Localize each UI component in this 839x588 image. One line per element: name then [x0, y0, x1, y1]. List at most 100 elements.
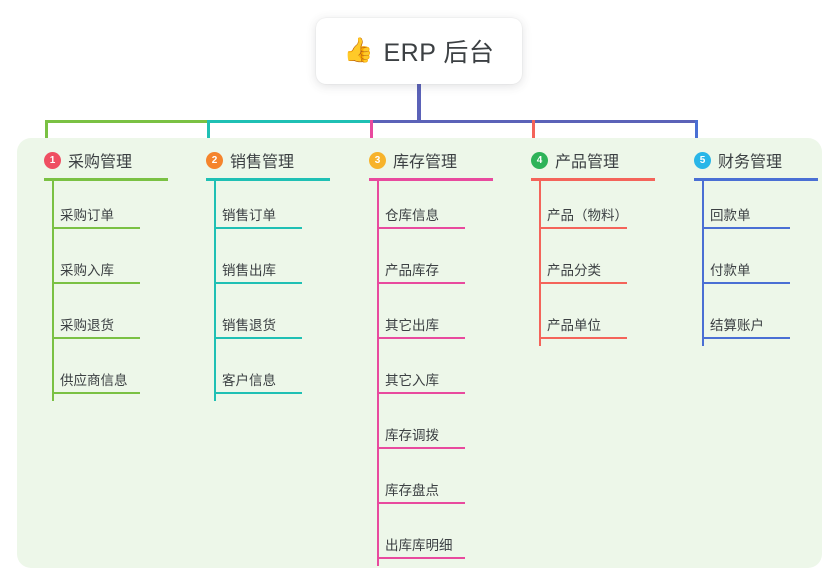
leaf-node[interactable]: 库存调拨 [377, 401, 497, 456]
leaf-label: 销售退货 [222, 318, 276, 333]
column-badge-5: 5 [694, 151, 711, 169]
column-5: 5 财务管理回款单付款单结算账户 [672, 142, 822, 346]
column-3: 3 库存管理仓库信息产品库存其它出库其它入库库存调拨库存盘点出库库明细 [347, 142, 497, 566]
leaf-underline [214, 227, 302, 229]
column-underline-4 [531, 178, 655, 181]
leaf-underline [377, 227, 465, 229]
leaf-node[interactable]: 采购入库 [52, 236, 172, 291]
leaf-node[interactable]: 产品（物料） [539, 181, 659, 236]
leaf-underline [52, 337, 140, 339]
leaf-underline [52, 282, 140, 284]
column-title-5: 财务管理 [718, 154, 783, 171]
bus-segment-1 [45, 120, 210, 123]
leaf-label: 销售出库 [222, 263, 276, 278]
column-title-3: 库存管理 [393, 154, 458, 171]
leaf-node[interactable]: 库存盘点 [377, 456, 497, 511]
leaf-label: 采购退货 [60, 318, 114, 333]
leaf-node[interactable]: 回款单 [702, 181, 822, 236]
root-title: ERP 后台 [383, 39, 495, 67]
leaf-underline [52, 227, 140, 229]
leaf-underline [377, 502, 465, 504]
leaf-underline [539, 282, 627, 284]
leaf-node[interactable]: 其它出库 [377, 291, 497, 346]
leaf-label: 库存盘点 [385, 483, 439, 498]
column-underline-1 [44, 178, 168, 181]
column-header-1[interactable]: 1 采购管理 [22, 142, 172, 178]
leaf-label: 出库库明细 [385, 538, 453, 553]
leaf-node[interactable]: 销售出库 [214, 236, 334, 291]
leaf-spine-2 [214, 181, 216, 401]
leaf-spine-5 [702, 181, 704, 346]
leaf-underline [702, 227, 790, 229]
column-header-2[interactable]: 2 销售管理 [184, 142, 334, 178]
column-title-1: 采购管理 [68, 154, 133, 171]
leaf-node[interactable]: 结算账户 [702, 291, 822, 346]
leaf-node[interactable]: 销售订单 [214, 181, 334, 236]
column-header-5[interactable]: 5 财务管理 [672, 142, 822, 178]
column-2: 2 销售管理销售订单销售出库销售退货客户信息 [184, 142, 334, 401]
leaf-node[interactable]: 产品分类 [539, 236, 659, 291]
column-badge-3: 3 [369, 151, 386, 169]
leaf-node[interactable]: 客户信息 [214, 346, 334, 401]
column-title-2: 销售管理 [230, 154, 295, 171]
column-underline-5 [694, 178, 818, 181]
column-1: 1 采购管理采购订单采购入库采购退货供应商信息 [22, 142, 172, 401]
leaf-label: 供应商信息 [60, 373, 128, 388]
leaf-node[interactable]: 销售退货 [214, 291, 334, 346]
column-underline-2 [206, 178, 330, 181]
leaf-label: 产品库存 [385, 263, 439, 278]
leaf-label: 其它出库 [385, 318, 439, 333]
thumbs-up-icon: 👍 [343, 37, 374, 64]
leaf-label: 其它入库 [385, 373, 439, 388]
leaf-label: 产品（物料） [547, 208, 628, 223]
column-underline-3 [369, 178, 493, 181]
leaf-node[interactable]: 出库库明细 [377, 511, 497, 566]
leaf-node[interactable]: 采购退货 [52, 291, 172, 346]
leaf-underline [377, 392, 465, 394]
column-badge-2: 2 [206, 151, 223, 169]
leaf-node[interactable]: 仓库信息 [377, 181, 497, 236]
leaf-label: 客户信息 [222, 373, 276, 388]
column-title-4: 产品管理 [555, 154, 620, 171]
root-node[interactable]: 👍 ERP 后台 [316, 18, 522, 84]
bus-segment-2 [207, 120, 373, 123]
leaf-underline [702, 337, 790, 339]
leaf-list-4: 产品（物料） 产品分类产品单位 [509, 181, 659, 346]
leaf-label: 结算账户 [710, 318, 764, 333]
diagram-panel [17, 138, 822, 568]
root-stem-connector [417, 84, 421, 122]
leaf-underline [539, 227, 627, 229]
leaf-underline [214, 337, 302, 339]
leaf-underline [214, 282, 302, 284]
leaf-underline [539, 337, 627, 339]
leaf-label: 仓库信息 [385, 208, 439, 223]
leaf-label: 销售订单 [222, 208, 276, 223]
leaf-underline [377, 447, 465, 449]
leaf-label: 采购入库 [60, 263, 114, 278]
column-badge-1: 1 [44, 151, 61, 169]
leaf-list-1: 采购订单采购入库采购退货供应商信息 [22, 181, 172, 401]
leaf-spine-4 [539, 181, 541, 346]
leaf-underline [377, 337, 465, 339]
leaf-label: 采购订单 [60, 208, 114, 223]
leaf-label: 产品分类 [547, 263, 601, 278]
leaf-underline [377, 282, 465, 284]
leaf-label: 产品单位 [547, 318, 601, 333]
leaf-spine-1 [52, 181, 54, 401]
leaf-node[interactable]: 采购订单 [52, 181, 172, 236]
leaf-label: 回款单 [710, 208, 751, 223]
leaf-node[interactable]: 供应商信息 [52, 346, 172, 401]
column-header-3[interactable]: 3 库存管理 [347, 142, 497, 178]
leaf-node[interactable]: 产品单位 [539, 291, 659, 346]
leaf-list-5: 回款单付款单结算账户 [672, 181, 822, 346]
leaf-underline [214, 392, 302, 394]
leaf-label: 库存调拨 [385, 428, 439, 443]
leaf-label: 付款单 [710, 263, 751, 278]
leaf-underline [52, 392, 140, 394]
leaf-list-3: 仓库信息产品库存其它出库其它入库库存调拨库存盘点出库库明细 [347, 181, 497, 566]
leaf-node[interactable]: 产品库存 [377, 236, 497, 291]
leaf-node[interactable]: 付款单 [702, 236, 822, 291]
leaf-node[interactable]: 其它入库 [377, 346, 497, 401]
